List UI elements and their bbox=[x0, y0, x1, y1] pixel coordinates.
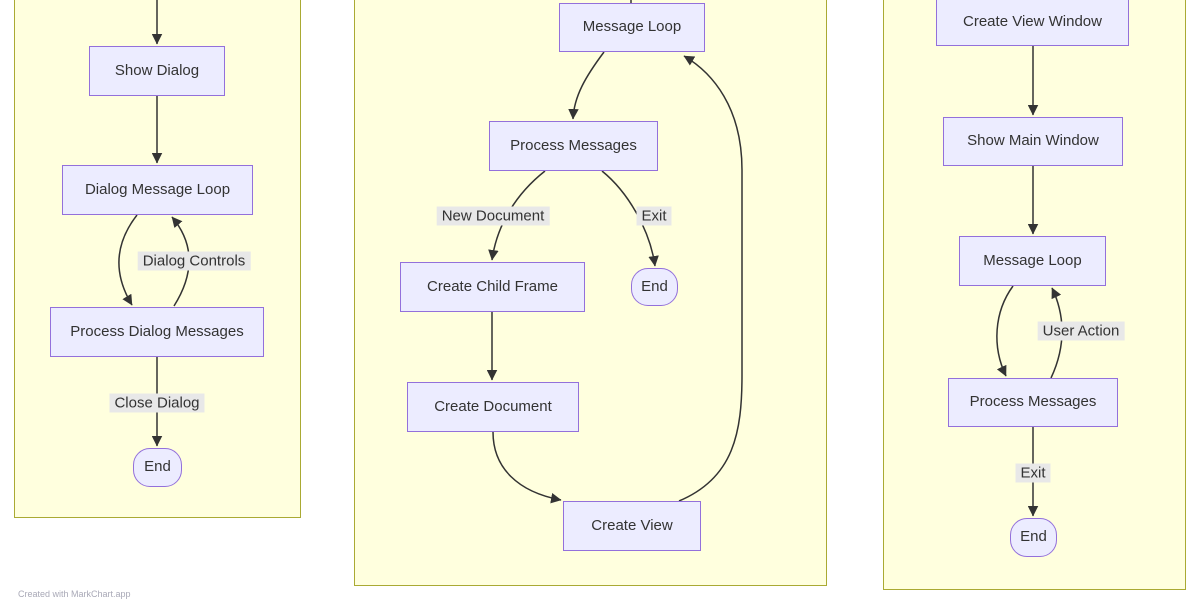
node-create-view-window: Create View Window bbox=[936, 0, 1129, 46]
node-end-dialog: End bbox=[133, 448, 182, 487]
node-label: Create View Window bbox=[963, 12, 1102, 30]
node-create-child-frame: Create Child Frame bbox=[400, 262, 585, 312]
node-label: Process Messages bbox=[969, 393, 1097, 411]
node-label: Dialog Message Loop bbox=[84, 180, 231, 198]
node-end-view: End bbox=[1010, 518, 1057, 557]
node-label: Process Messages bbox=[510, 136, 637, 154]
node-label: Show Dialog bbox=[114, 61, 200, 79]
edge-label-close-dialog: Close Dialog bbox=[109, 393, 205, 413]
markchart-credit: Created with MarkChart.app bbox=[18, 589, 131, 599]
node-process-messages-view: Process Messages bbox=[948, 378, 1118, 427]
edge-label-exit-mdi: Exit bbox=[636, 206, 672, 226]
subgraph-view-flow bbox=[883, 0, 1186, 590]
node-label: Message Loop bbox=[582, 18, 682, 36]
edge-label-dialog-controls: Dialog Controls bbox=[137, 251, 251, 271]
node-create-document: Create Document bbox=[407, 382, 579, 432]
node-show-main-window: Show Main Window bbox=[943, 117, 1123, 166]
edge-label-exit-view: Exit bbox=[1015, 463, 1051, 483]
node-label: End bbox=[144, 458, 171, 476]
node-label: Create Document bbox=[434, 397, 552, 415]
node-message-loop-view: Message Loop bbox=[959, 236, 1106, 286]
node-dialog-message-loop: Dialog Message Loop bbox=[62, 165, 253, 215]
node-process-messages-mdi: Process Messages bbox=[489, 121, 658, 171]
node-label: End bbox=[1020, 528, 1047, 546]
edge-label-new-document: New Document bbox=[436, 206, 550, 226]
node-create-view: Create View bbox=[563, 501, 701, 551]
node-process-dialog-messages: Process Dialog Messages bbox=[50, 307, 264, 357]
edge-label-user-action: User Action bbox=[1037, 321, 1125, 341]
node-label: End bbox=[641, 277, 668, 295]
node-label: Process Dialog Messages bbox=[70, 322, 244, 340]
node-message-loop-mdi: Message Loop bbox=[559, 3, 705, 52]
node-end-mdi: End bbox=[631, 268, 678, 306]
node-label: Message Loop bbox=[983, 251, 1082, 269]
node-show-dialog: Show Dialog bbox=[89, 46, 225, 96]
node-label: Create Child Frame bbox=[427, 277, 558, 295]
node-label: Show Main Window bbox=[967, 132, 1099, 150]
node-label: Create View bbox=[591, 516, 673, 534]
